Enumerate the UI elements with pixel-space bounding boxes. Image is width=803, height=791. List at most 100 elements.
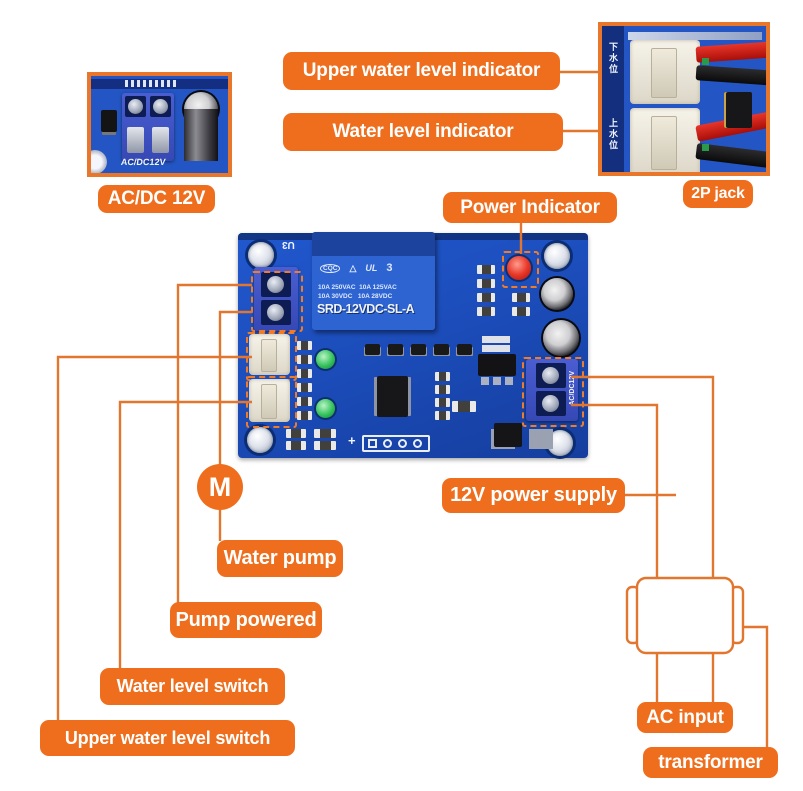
pump-powered-label: Pump powered — [170, 602, 322, 638]
smd-resistor — [477, 307, 495, 316]
pin-pad — [383, 439, 392, 448]
relay-rating-2: 10A 30VDC 10A 28VDC — [318, 293, 393, 300]
mounting-hole — [247, 427, 273, 453]
regulator-leg — [505, 377, 513, 385]
pin-pad-square — [368, 439, 377, 448]
smd-resistor — [297, 355, 312, 364]
pin-pad — [413, 439, 422, 448]
relay-triangle-mark: △ — [349, 262, 357, 273]
capacitor-body — [184, 109, 218, 161]
relay-cqc-mark: CQC — [320, 263, 341, 273]
smd-resistor — [435, 385, 450, 394]
green-led-2 — [316, 399, 335, 418]
pump-output-terminal — [254, 267, 298, 331]
upper-water-level-cn: 上水位 — [608, 118, 618, 151]
mounting-hole — [547, 430, 573, 456]
smd-resistor — [435, 372, 450, 381]
motor-symbol: M — [197, 464, 243, 510]
electrolytic-capacitor — [543, 320, 579, 356]
power-transistor — [494, 423, 522, 447]
wire-clamp — [152, 127, 169, 153]
jack2-highlight-dashed — [246, 376, 297, 428]
power-input-terminal — [526, 359, 578, 421]
acdc12v-silkscreen: AC/DC12V — [569, 371, 576, 406]
smd-resistor — [512, 293, 530, 302]
relay: CQC △ UL 3 10A 250VAC 10A 125VAC 10A 30V… — [312, 232, 435, 330]
smd-cap — [482, 345, 510, 352]
acdc-silkscreen-text: AC/DC12V — [120, 157, 167, 167]
smd-resistor — [314, 429, 336, 438]
acdc-12v-label: AC/DC 12V — [98, 185, 215, 213]
ac-input-label: AC input — [637, 702, 733, 733]
green-smd — [702, 144, 709, 151]
smd-resistor — [286, 441, 306, 450]
smd-resistor — [435, 398, 450, 407]
upper-water-level-switch-label: Upper water level switch — [40, 720, 295, 756]
smd-resistor — [435, 411, 450, 420]
relay-class-number: 3 — [386, 262, 393, 274]
regulator-leg — [493, 377, 501, 385]
smd-cap — [482, 336, 510, 343]
water-level-jack-1 — [249, 334, 290, 375]
green-led-1 — [316, 350, 335, 369]
transformer-tab-right — [729, 585, 745, 645]
2p-jack-label: 2P jack — [683, 180, 753, 208]
transistor — [457, 344, 472, 355]
acdc-inset-photo: AC/DC12V — [87, 72, 232, 177]
power-led — [507, 256, 531, 280]
ic-chip — [724, 92, 752, 128]
wire-clamp — [127, 127, 144, 153]
relay-model: SRD-12VDC-SL-A — [317, 302, 415, 316]
terminal-highlight-dashed — [251, 271, 303, 332]
relay-ul-mark: UL — [365, 263, 378, 273]
transistor — [365, 344, 380, 355]
water-level-jack-2 — [249, 379, 290, 422]
mounting-hole — [248, 242, 274, 268]
transistor — [101, 110, 117, 132]
smd-resistor — [477, 279, 495, 288]
smd-resistor — [297, 341, 312, 350]
voltage-regulator — [478, 354, 516, 376]
relay-rating-1: 10A 250VAC 10A 125VAC — [318, 284, 397, 291]
mounting-hole — [91, 150, 107, 173]
12v-power-supply-label: 12V power supply — [442, 478, 625, 513]
silkscreen-marks — [125, 80, 177, 87]
transformer-label: transformer — [643, 747, 778, 778]
water-level-indicator-label: Water level indicator — [283, 113, 563, 151]
plus-silkscreen: + — [348, 433, 356, 448]
jack-connector-1 — [630, 40, 700, 104]
jack-inset-photo: 下水位 上水位 — [598, 22, 770, 176]
main-ic-chip — [377, 376, 408, 417]
smd-resistor — [452, 401, 476, 412]
pcb-edge-strip — [602, 26, 624, 172]
controller-pcb: U3 CQC △ UL 3 10A 250VAC 10A 125VAC 10A … — [238, 232, 588, 458]
regulator-leg — [481, 377, 489, 385]
board-top-strip — [628, 32, 762, 40]
u3-silkscreen: U3 — [282, 239, 295, 250]
lower-water-level-cn: 下水位 — [608, 42, 618, 75]
jack-connector-2 — [630, 108, 700, 172]
transistor — [388, 344, 403, 355]
smd-resistor — [314, 441, 336, 450]
smd-resistor — [477, 265, 495, 274]
green-smd — [702, 58, 709, 65]
smd-resistor — [297, 369, 312, 378]
electrolytic-capacitor — [541, 278, 573, 310]
power-led-highlight-dashed — [502, 251, 539, 288]
smd-resistor — [297, 383, 312, 392]
power-indicator-label: Power Indicator — [443, 192, 617, 223]
smd-resistor — [286, 429, 306, 438]
water-level-switch-label: Water level switch — [100, 668, 285, 705]
smd-resistor — [297, 397, 312, 406]
screw-terminal-block — [122, 93, 174, 161]
water-pump-label: Water pump — [217, 540, 343, 577]
jack1-highlight-dashed — [246, 332, 297, 381]
transistor — [434, 344, 449, 355]
transformer-body — [635, 576, 735, 655]
smd-resistor — [512, 307, 530, 316]
pin-header — [362, 435, 430, 452]
transformer-tab-left — [625, 585, 641, 645]
mounting-hole — [544, 243, 570, 269]
black-wire-1 — [695, 65, 766, 86]
